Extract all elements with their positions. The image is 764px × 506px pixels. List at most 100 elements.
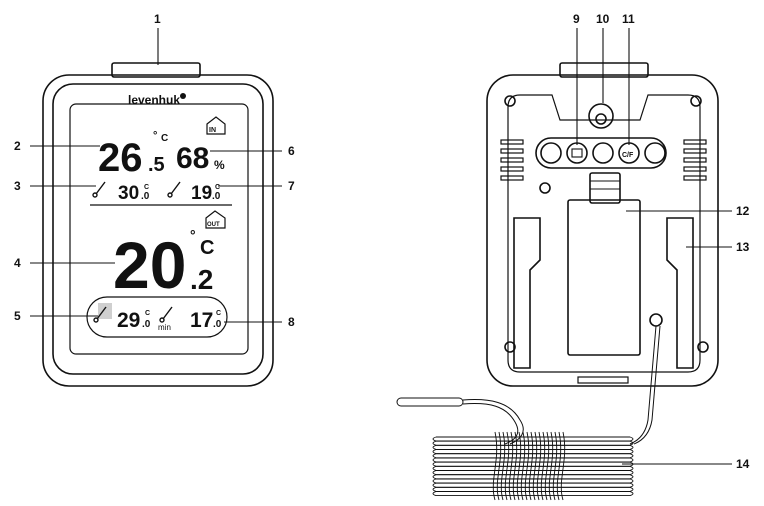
callout-7: 7 [288, 179, 295, 193]
keyhole-outer [588, 103, 614, 129]
callout-13: 13 [736, 240, 750, 254]
brand-logo: levenhuk [128, 93, 180, 107]
callout-5: 5 [14, 309, 21, 323]
callout-10: 10 [596, 12, 610, 26]
outdoor-maxmin-frame [86, 296, 228, 338]
screw-top-right [690, 95, 702, 107]
coil-loop [432, 436, 634, 442]
back-outer-body [486, 74, 719, 387]
outdoor-temp-degree: ° [190, 227, 196, 243]
callout-8: 8 [288, 315, 295, 329]
lcd-screen [69, 103, 249, 355]
coiled-cable [432, 431, 634, 501]
coil-wrap [512, 431, 518, 501]
coil-wrap [492, 431, 498, 501]
callout-1: 1 [154, 12, 161, 26]
indoor-min-thermometer-icon [167, 181, 181, 198]
coil-wrap [524, 431, 530, 501]
coil-wrap [520, 431, 526, 501]
coil-wrap [508, 431, 514, 501]
button-5[interactable] [644, 142, 666, 164]
coil-loop [432, 465, 634, 471]
screw-bottom-right [697, 341, 709, 353]
outdoor-label: OUT [207, 222, 220, 228]
top-hook-tab [111, 62, 201, 78]
outdoor-max-thermometer-icon [93, 306, 107, 323]
coil-wrap [548, 431, 554, 501]
outdoor-min-label: min [158, 323, 171, 332]
indoor-house-icon [206, 116, 226, 135]
outdoor-min-decimal: .0 [213, 319, 222, 330]
button-clock[interactable] [566, 142, 588, 164]
indoor-temp-decimal: .5 [148, 154, 165, 176]
button-strip [535, 137, 667, 169]
back-buttons [540, 142, 666, 164]
indoor-label: IN [209, 127, 216, 134]
callout-lines [30, 28, 732, 465]
coil-wrap [560, 431, 566, 501]
front-outer-body [42, 74, 274, 387]
bottom-slot [577, 376, 629, 384]
callout-14: 14 [736, 457, 750, 471]
indoor-temp-degree: ° [153, 130, 157, 142]
coil-loop [432, 474, 634, 480]
coil-wrap [504, 431, 510, 501]
coil-loop [432, 491, 634, 497]
callout-3: 3 [14, 179, 21, 193]
coil-wrap [496, 431, 502, 501]
humidity-unit: % [214, 158, 225, 172]
outdoor-min-unit: C [216, 310, 221, 317]
indoor-max-main: 30 [118, 183, 139, 204]
coil-loop [432, 457, 634, 463]
sensor-cable [396, 325, 661, 445]
sensor-probe [396, 397, 464, 407]
coil-wrap [536, 431, 542, 501]
back-recess [507, 94, 701, 373]
indoor-humidity: 68 [176, 142, 209, 175]
back-top-hook-tab [559, 62, 649, 78]
callout-6: 6 [288, 144, 295, 158]
back-device [486, 62, 719, 387]
coil-wrap [540, 431, 546, 501]
sensor-socket [649, 313, 663, 327]
front-device [42, 62, 274, 387]
keyhole-inner [595, 113, 607, 125]
outdoor-temp-unit: C [200, 237, 214, 259]
battery-cover-latch [589, 172, 621, 204]
calendar-icon [571, 148, 583, 158]
outdoor-temp-decimal: .2 [190, 264, 213, 295]
indoor-temp-main: 26 [98, 136, 143, 180]
coil-wrap [528, 431, 534, 501]
indoor-min-main: 19 [191, 183, 212, 204]
callout-4: 4 [14, 256, 21, 270]
coil-loop [432, 461, 634, 467]
coil-loop [432, 478, 634, 484]
vent-slots-right [683, 139, 707, 181]
screw-top-left [504, 95, 516, 107]
coil-wrap [516, 431, 522, 501]
vent-slots-left [500, 139, 524, 181]
outdoor-max-unit: C [145, 310, 150, 317]
outdoor-temp-main: 20 [113, 228, 186, 302]
coil-wrap [544, 431, 550, 501]
front-bezel [52, 83, 264, 375]
coil-wrap [532, 431, 538, 501]
coil-wrap [500, 431, 506, 501]
stand-leg-right [666, 217, 694, 369]
button-3[interactable] [592, 142, 614, 164]
outdoor-max-main: 29 [117, 309, 140, 332]
indoor-max-decimal: .0 [141, 191, 150, 202]
cf-label: C/F [622, 152, 634, 159]
coil-wrap [556, 431, 562, 501]
button-1[interactable] [540, 142, 562, 164]
outdoor-max-highlight [98, 303, 112, 319]
callout-9: 9 [573, 12, 580, 26]
indoor-min-unit: C [215, 184, 220, 191]
coil-wrap [552, 431, 558, 501]
outdoor-min-thermometer-icon [159, 306, 173, 323]
reset-hole [539, 182, 551, 194]
outdoor-min-main: 17 [190, 309, 213, 332]
callout-2: 2 [14, 139, 21, 153]
callout-12: 12 [736, 204, 750, 218]
